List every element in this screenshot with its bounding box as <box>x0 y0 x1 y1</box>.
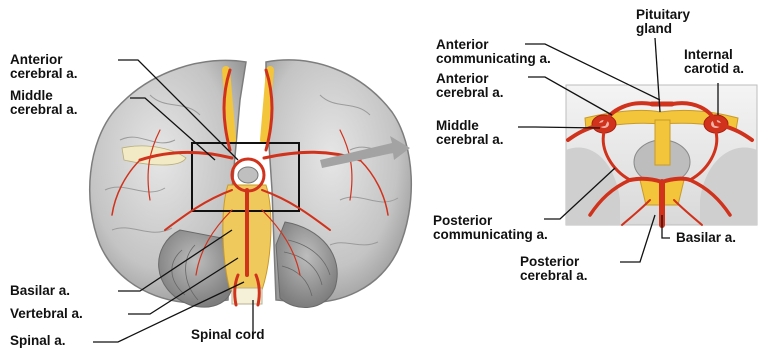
label-vertebral: Vertebral a. <box>10 307 83 321</box>
label-internal-carotid: Internal carotid a. <box>684 48 744 76</box>
label-basilar-left: Basilar a. <box>10 284 70 298</box>
label-posterior-cerebral: Posterior cerebral a. <box>520 255 588 283</box>
label-basilar-right: Basilar a. <box>676 231 736 245</box>
brain-base-view <box>90 60 412 307</box>
circle-of-willis-inset <box>566 85 757 225</box>
label-spinal-artery: Spinal a. <box>10 334 66 348</box>
label-anterior-communicating: Anterior communicating a. <box>436 38 551 66</box>
label-spinal-cord: Spinal cord <box>191 328 265 342</box>
label-pituitary-gland: Pituitary gland <box>636 8 690 36</box>
label-anterior-cerebral-right: Anterior cerebral a. <box>436 72 504 100</box>
label-anterior-cerebral-left: Anterior cerebral a. <box>10 53 78 81</box>
label-posterior-communicating: Posterior communicating a. <box>433 214 548 242</box>
label-middle-cerebral-right: Middle cerebral a. <box>436 119 504 147</box>
label-middle-cerebral-left: Middle cerebral a. <box>10 89 78 117</box>
